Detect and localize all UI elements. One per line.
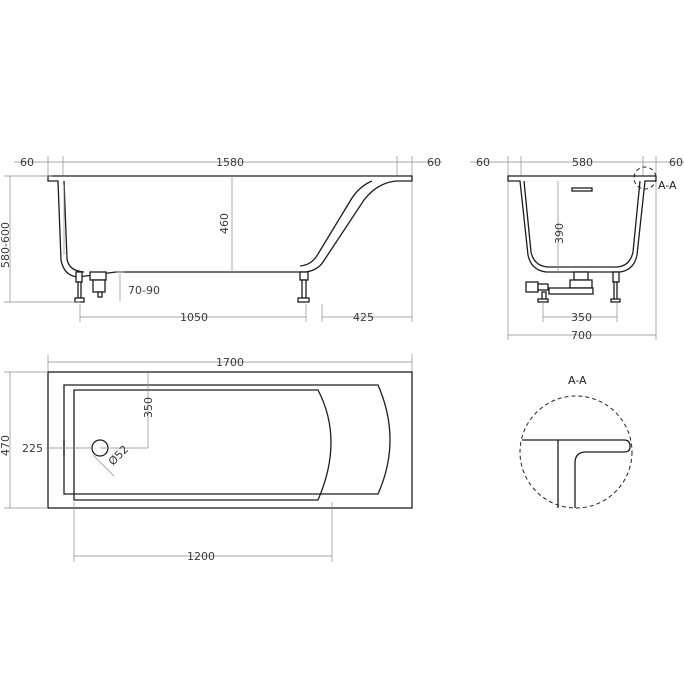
plan-inner-width-dimension: 350 <box>100 372 155 449</box>
detail-boundary-circle <box>519 395 633 509</box>
plan-tub-outline <box>47 371 413 509</box>
end-dim-right-margin: 60 <box>669 156 683 169</box>
side-top-dimension: 60 1580 60 <box>14 156 442 178</box>
side-inner-depth-dimension: 460 <box>218 176 233 272</box>
end-feet-siphon <box>525 271 621 303</box>
plan-top-dimension: 1700 <box>47 354 413 376</box>
end-inner-depth-dimension: 390 <box>553 181 566 272</box>
end-tub-body <box>507 175 657 273</box>
side-dim-foot-span: 1050 <box>180 311 208 324</box>
plan-dim-inner-length: 1200 <box>187 550 215 563</box>
end-dim-total-width: 700 <box>571 329 592 342</box>
plan-dim-total-length: 1700 <box>216 356 244 369</box>
side-dim-left-margin: 60 <box>20 156 34 169</box>
side-feet <box>74 271 310 303</box>
end-bottom-dimensions: 350 700 <box>507 182 657 342</box>
end-dim-top-width: 580 <box>572 156 593 169</box>
plan-bottom-dimension: 1200 <box>73 502 333 563</box>
side-height-dimension: 580-600 <box>0 175 80 303</box>
end-dim-foot-span: 350 <box>571 311 592 324</box>
end-section-marker-label: A-A <box>658 179 677 192</box>
side-foot-height-dimension: 70-90 <box>116 271 160 302</box>
detail-title: A-A <box>568 374 587 387</box>
section-detail: A-A <box>519 374 633 509</box>
side-dim-foot-height: 70-90 <box>128 284 160 297</box>
side-dim-right-margin: 60 <box>427 156 441 169</box>
side-bottom-dimensions: 1050 425 <box>79 182 413 324</box>
plan-view: 1700 470 225 350 Ø52 1 <box>0 354 413 563</box>
plan-dim-inner-width: 350 <box>142 397 155 418</box>
side-dim-top-length: 1580 <box>216 156 244 169</box>
side-dim-inner-depth: 460 <box>218 213 231 234</box>
end-dim-left-margin: 60 <box>476 156 490 169</box>
side-dim-height: 580-600 <box>0 222 12 268</box>
plan-dim-total-width: 470 <box>0 435 12 456</box>
end-section-marker: A-A <box>633 166 677 192</box>
side-dim-foot-offset: 425 <box>353 311 374 324</box>
end-top-dimension: 60 580 60 <box>470 156 684 178</box>
side-view: 60 1580 60 580-600 <box>0 156 442 324</box>
plan-dim-drain-offset: 225 <box>22 442 43 455</box>
end-dim-inner-depth: 390 <box>553 223 566 244</box>
end-view: 60 580 60 A-A 390 <box>470 156 684 342</box>
plan-left-dimensions: 470 225 <box>0 371 92 509</box>
